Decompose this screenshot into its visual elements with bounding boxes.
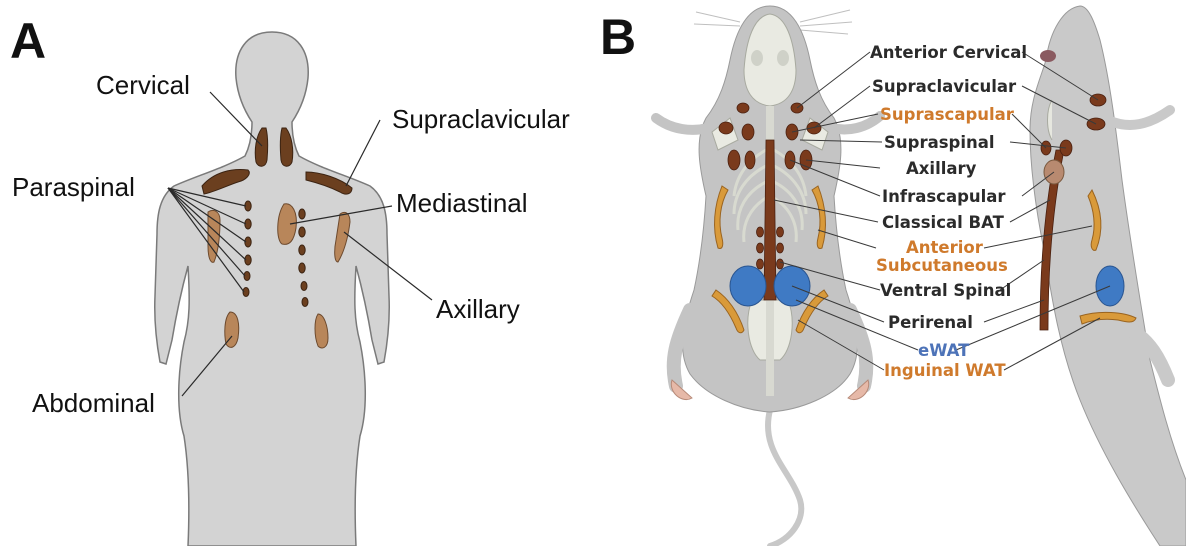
ear xyxy=(1040,50,1056,62)
infrascapular-depot-left xyxy=(745,151,755,169)
label-classical-bat: Classical BAT xyxy=(882,213,1005,232)
left-forelimb xyxy=(656,118,708,130)
paraspinal-depot xyxy=(299,209,305,219)
label-ewat: eWAT xyxy=(918,341,970,360)
label-supraclavicular-b: Supraclavicular xyxy=(872,77,1017,96)
label-cervical: Cervical xyxy=(96,70,190,100)
label-paraspinal: Paraspinal xyxy=(12,172,135,202)
label-anterior: Anterior xyxy=(906,238,984,257)
panel-b-letter: B xyxy=(600,9,636,65)
eye-socket-right xyxy=(777,50,789,66)
anterior-cervical-depot-left xyxy=(737,103,749,113)
paraspinal-depot xyxy=(299,245,305,255)
label-perirenal: Perirenal xyxy=(888,313,973,332)
panel-a: A xyxy=(10,13,570,546)
suprascapular-depot-left xyxy=(742,124,754,140)
right-forelimb xyxy=(832,116,880,130)
label-anterior-cervical: Anterior Cervical xyxy=(870,43,1027,62)
paraspinal-depot xyxy=(299,263,305,273)
ewat-depot-left xyxy=(730,266,766,306)
label-supraspinal: Supraspinal xyxy=(884,133,995,152)
label-abdominal: Abdominal xyxy=(32,388,155,418)
label-axillary: Axillary xyxy=(436,294,520,324)
panel-a-letter: A xyxy=(10,13,46,69)
tail xyxy=(768,410,801,546)
label-suprascapular: Suprascapular xyxy=(880,105,1015,124)
label-supraclavicular: Supraclavicular xyxy=(392,104,570,134)
label-subcutaneous: Subcutaneous xyxy=(876,256,1008,275)
label-inguinal-wat: Inguinal WAT xyxy=(884,361,1006,380)
label-ventral-spinal: Ventral Spinal xyxy=(880,281,1011,300)
paraspinal-depot xyxy=(299,227,305,237)
paraspinal-depot xyxy=(301,282,307,291)
label-axillary-b: Axillary xyxy=(906,159,977,178)
classical-bat-strip xyxy=(764,140,776,300)
supraclavicular-depot-left xyxy=(719,122,733,134)
axillary-depot-left xyxy=(728,150,740,170)
mouse-dorsal-view xyxy=(656,6,880,546)
eye-socket-left xyxy=(751,50,763,66)
label-infrascapular: Infrascapular xyxy=(882,187,1006,206)
human-silhouette xyxy=(155,32,390,546)
mediastinal-depot xyxy=(278,204,297,245)
mouse-lateral-view xyxy=(1030,6,1186,546)
paraspinal-depot xyxy=(302,298,308,307)
lateral-forelimb xyxy=(1108,110,1170,125)
panel-b: B xyxy=(600,6,1186,546)
label-mediastinal: Mediastinal xyxy=(396,188,528,218)
